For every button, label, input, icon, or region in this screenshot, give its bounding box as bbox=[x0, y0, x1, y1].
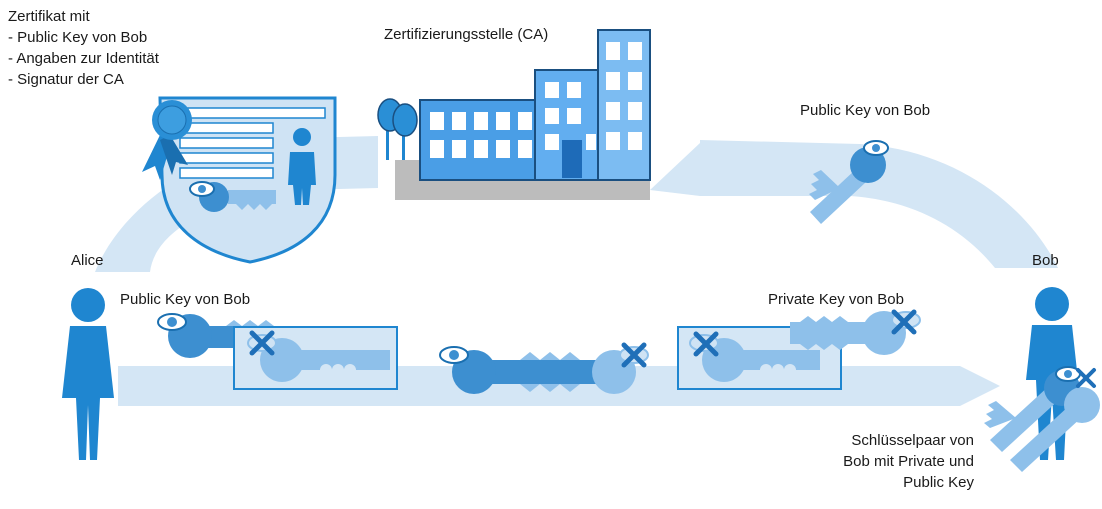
ca-label: Zertifizierungsstelle (CA) bbox=[384, 26, 549, 43]
top-right-key-label: Public Key von Bob bbox=[800, 102, 931, 119]
certificate-title: Zertifikat mit bbox=[8, 8, 90, 25]
cross-icon-center bbox=[621, 342, 647, 368]
keypair-line: Bob mit Private und bbox=[843, 453, 974, 470]
identity-person-icon bbox=[288, 128, 316, 205]
top-right-public-key-icon bbox=[809, 140, 889, 224]
alice-person-icon bbox=[62, 288, 114, 460]
cross-icon-bob-private bbox=[891, 309, 917, 335]
alice-label: Alice bbox=[71, 252, 104, 269]
flow-arrow-right-arc bbox=[650, 140, 1058, 268]
bob-private-key-label: Private Key von Bob bbox=[768, 291, 904, 308]
certificate-item: - Signatur der CA bbox=[8, 71, 124, 88]
seal-icon bbox=[142, 100, 192, 180]
alice-key-label: Public Key von Bob bbox=[120, 291, 251, 308]
keypair-line: Public Key bbox=[903, 474, 974, 491]
cross-icon-bob-keypair bbox=[1076, 368, 1096, 388]
center-keypair-icon bbox=[439, 346, 649, 394]
cross-icon-right bbox=[693, 331, 719, 357]
certificate-key-icon bbox=[189, 181, 276, 212]
bob-label: Bob bbox=[1032, 252, 1059, 269]
certificate-label: Zertifikat mit - Public Key von Bob - An… bbox=[8, 6, 159, 90]
certificate-item: - Public Key von Bob bbox=[8, 29, 148, 46]
ca-building-icon bbox=[377, 29, 651, 200]
cross-icon-left bbox=[249, 330, 275, 356]
keypair-label: Schlüsselpaar von Bob mit Private und Pu… bbox=[843, 430, 974, 493]
certificate-item: - Angaben zur Identität bbox=[8, 50, 159, 67]
bob-keypair-icon bbox=[984, 366, 1100, 472]
keypair-line: Schlüsselpaar von bbox=[851, 432, 974, 449]
